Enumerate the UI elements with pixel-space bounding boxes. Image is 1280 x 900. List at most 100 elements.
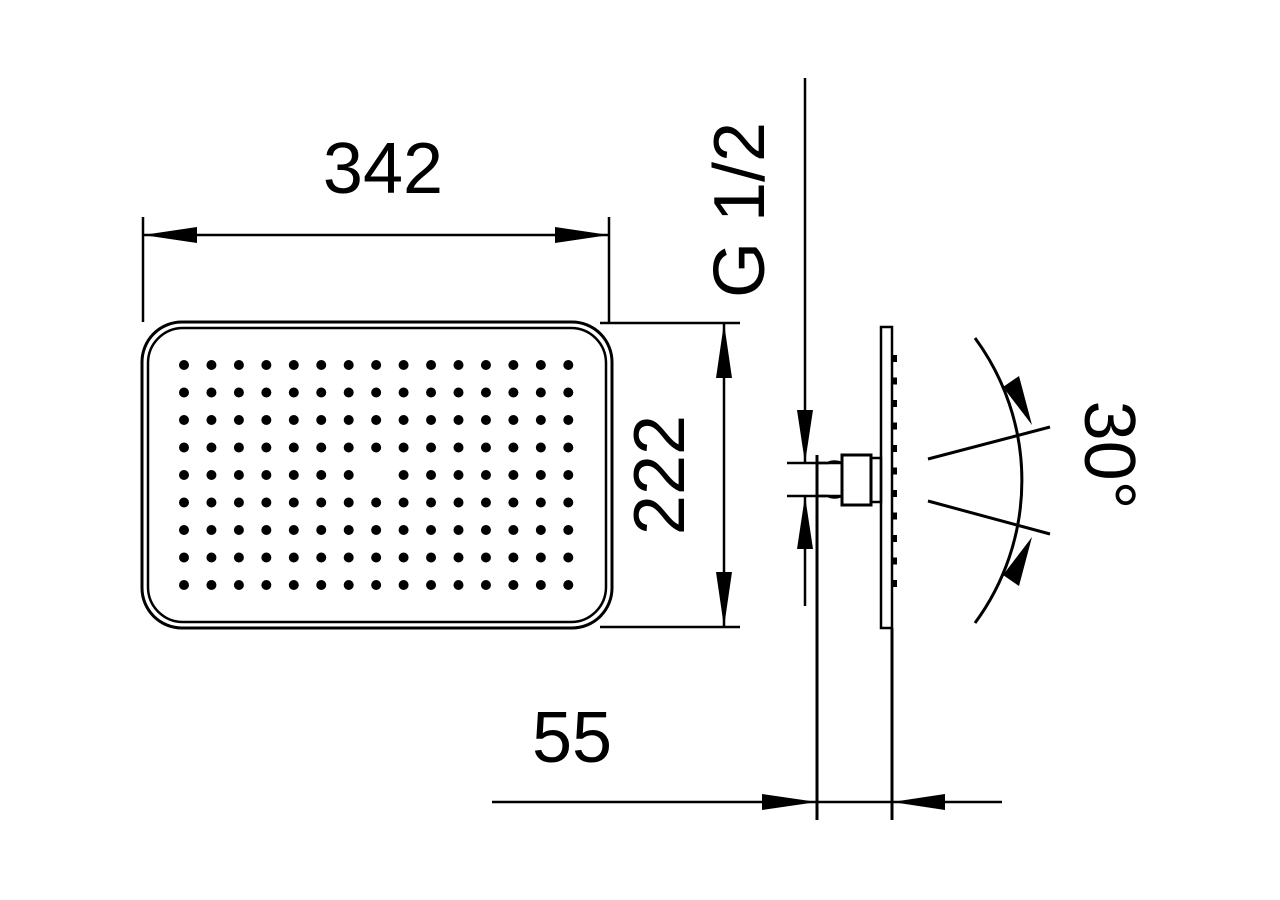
nozzle-dot [316, 497, 327, 508]
nozzle-dot [453, 580, 464, 590]
arrow-left-icon [892, 794, 945, 810]
nozzle-dot [480, 470, 491, 480]
nozzle-bump [892, 400, 897, 407]
nozzle-dot [233, 470, 244, 480]
connector-neck [869, 456, 883, 504]
nozzle-grid [179, 360, 574, 590]
nozzle-dot [398, 415, 409, 425]
depth-dimension: 55 [492, 698, 1002, 810]
nozzle-dot [343, 470, 354, 480]
nozzle-dot [371, 497, 382, 508]
nozzle-dot [233, 497, 244, 508]
nozzle-dot [535, 497, 546, 508]
nozzle-bump [892, 377, 897, 385]
nozzle-dot [563, 525, 574, 535]
nozzle-dot [261, 470, 272, 480]
nozzle-dot [453, 442, 464, 453]
arrow-icon [1003, 376, 1032, 425]
nozzle-dot [426, 580, 437, 590]
nozzle-dot [343, 525, 354, 535]
nozzle-dot [371, 360, 382, 370]
nozzle-dot [371, 415, 382, 425]
nozzle-dot [206, 442, 217, 453]
nozzle-dot [480, 525, 491, 535]
nozzle-dot [563, 497, 574, 508]
arrow-down-icon [716, 572, 732, 627]
nozzle-dot [453, 360, 464, 370]
arrow-right-icon [762, 794, 817, 810]
nozzle-dot [508, 387, 519, 398]
height-dimension: 222 [600, 321, 740, 629]
nozzle-dot [563, 580, 574, 590]
nozzle-dot [508, 580, 519, 590]
nozzle-dot [179, 470, 189, 480]
nozzle-dot [343, 552, 354, 563]
nozzle-dot [508, 442, 519, 453]
nozzle-dot [288, 525, 299, 535]
nozzle-dot [508, 525, 519, 535]
arrow-up-icon [797, 496, 813, 549]
nozzle-dot [371, 580, 382, 590]
nozzle-bump [892, 580, 897, 587]
nozzle-bump [892, 467, 897, 475]
nozzle-dot [206, 415, 217, 425]
nozzle-dot [371, 525, 382, 535]
nozzle-dot [508, 497, 519, 508]
nozzle-dot [508, 552, 519, 563]
nozzle-dot [288, 415, 299, 425]
nozzle-dot [480, 360, 491, 370]
nozzle-dot [480, 415, 491, 425]
pipe-fitting [817, 460, 843, 499]
nozzle-dot [179, 387, 189, 398]
nozzle-dot [233, 525, 244, 535]
nozzle-dot [535, 415, 546, 425]
nozzle-dot [206, 387, 217, 398]
front-view [140, 320, 614, 630]
arrow-icon [1003, 537, 1032, 586]
nozzle-dot [261, 552, 272, 563]
nozzle-dot [426, 387, 437, 398]
nozzle-dot [426, 497, 437, 508]
nozzle-dot [508, 360, 519, 370]
nozzle-bump [892, 512, 897, 520]
nozzle-dot [343, 580, 354, 590]
nozzle-dot [453, 525, 464, 535]
nozzle-dot [179, 360, 189, 370]
nozzle-dot [371, 442, 382, 453]
nozzle-dot [206, 552, 217, 563]
nozzle-dot [206, 470, 217, 480]
nozzle-dot [316, 360, 327, 370]
nozzle-dot [233, 552, 244, 563]
nozzle-dot [508, 470, 519, 480]
nozzle-dot [563, 552, 574, 563]
nozzle-dot [563, 387, 574, 398]
nozzle-dot [343, 387, 354, 398]
connector-nut [840, 453, 873, 507]
nozzle-dot [398, 360, 409, 370]
nozzle-dot [563, 442, 574, 453]
nozzle-bump [892, 535, 897, 542]
nozzle-dot [535, 442, 546, 453]
nozzle-dot [453, 387, 464, 398]
nozzle-dot [206, 580, 217, 590]
nozzle-dot [288, 580, 299, 590]
nozzle-dot [261, 387, 272, 398]
nozzle-dot [261, 525, 272, 535]
nozzle-dot [316, 470, 327, 480]
nozzle-dot [288, 360, 299, 370]
nozzle-dot [316, 580, 327, 590]
width-dimension: 342 [141, 129, 611, 322]
side-view [815, 325, 897, 820]
nozzle-dot [535, 552, 546, 563]
nozzle-dot [343, 442, 354, 453]
nozzle-dot [426, 552, 437, 563]
depth-label: 55 [532, 698, 612, 778]
arrow-left-icon [143, 227, 197, 243]
nozzle-dot [206, 525, 217, 535]
nozzle-dot [453, 497, 464, 508]
nozzle-dot [261, 415, 272, 425]
nozzle-dot [288, 387, 299, 398]
nozzle-dot [480, 442, 491, 453]
nozzle-bump [892, 557, 897, 565]
